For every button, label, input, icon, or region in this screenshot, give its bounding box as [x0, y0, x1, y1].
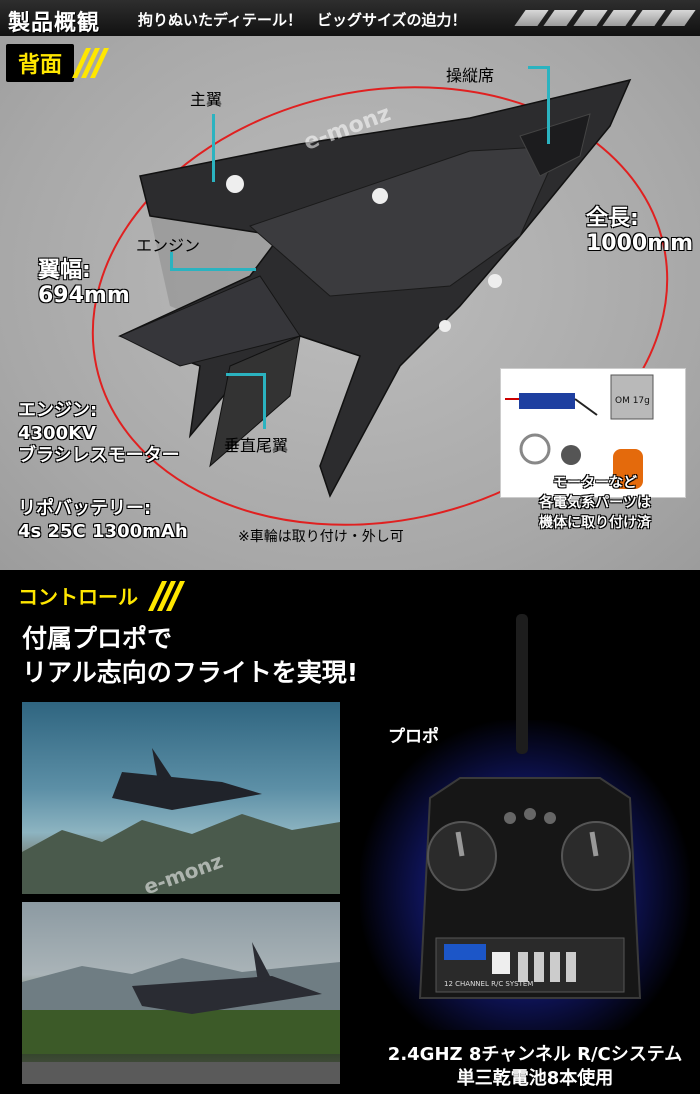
airborne-scene: [22, 748, 340, 894]
parts-note-line2: 各電気系パーツは: [539, 495, 651, 511]
label-vertical-tail: 垂直尾翼: [224, 436, 289, 455]
dimension-ring: [91, 86, 669, 526]
landing-scene: [22, 942, 340, 1084]
transmitter-illustration: 12 CHANNEL R/C SYSTEM: [418, 614, 642, 999]
headline-line2: リアル志向のフライトを実現!: [22, 657, 359, 687]
control-panel: コントロール 付属プロポで リアル志向のフライトを実現! e-monz: [0, 570, 700, 1094]
section-tag-control: コントロール: [6, 578, 185, 613]
wingspan-spec: 翼幅: 694mm: [38, 258, 130, 309]
engine-spec-kv: 4300KV: [18, 422, 96, 444]
callout-line-tail-v: [263, 373, 266, 429]
tag-stripes-control: [148, 580, 185, 611]
battery-spec-label: リポバッテリー:: [18, 498, 152, 519]
propo-label: プロポ: [388, 727, 439, 747]
headline-line1: 付属プロポで: [22, 624, 173, 653]
parts-note-line3: 機体に取り付け済: [539, 515, 651, 531]
length-spec: 全長: 1000mm: [586, 206, 693, 257]
callout-line-tail-h: [226, 373, 266, 376]
parts-photo: OM 17g: [500, 368, 686, 498]
back-view-panel: 背面 主翼: [0, 36, 700, 570]
section-tag-control-label: コントロール: [6, 578, 150, 613]
header-title: 製品概観: [8, 11, 101, 36]
engine-spec-type: ブラシレスモーター: [18, 445, 180, 466]
callout-line-cockpit-h: [528, 66, 550, 69]
length-label: 全長:: [586, 206, 639, 231]
callout-line-cockpit-v: [547, 66, 550, 144]
label-main-wing: 主翼: [190, 90, 223, 109]
section-tag-back: 背面: [6, 44, 110, 82]
engine-spec: エンジン: 4300KV ブラシレスモーター: [18, 400, 180, 468]
callout-line-main-wing: [212, 114, 215, 182]
callout-line-engine-v: [170, 252, 173, 270]
flight-photo-airborne: e-monz: [22, 702, 340, 894]
header-bar: 製品概観 拘りぬいたディテール！ ビッグサイズの迫力！: [0, 0, 700, 36]
engine-spec-label: エンジン:: [18, 400, 98, 421]
callout-line-engine-h: [170, 268, 256, 271]
battery-spec-value: 4s 25C 1300mAh: [18, 520, 188, 542]
parts-note-line1: モーターなど: [553, 475, 637, 491]
flight-photo-landing: [22, 902, 340, 1084]
header-subtitle: 拘りぬいたディテール！ ビッグサイズの迫力！: [138, 11, 467, 29]
spec-line1: 2.4GHZ 8チャンネル R/Cシステム: [387, 1044, 683, 1065]
length-value: 1000mm: [586, 231, 694, 257]
label-engine: エンジン: [136, 236, 201, 255]
parts-illustration: OM 17g: [505, 374, 654, 489]
parts-note: モーターなど 各電気系パーツは 機体に取り付け済: [505, 472, 685, 532]
aircraft-illustration: [91, 78, 669, 526]
control-headline: 付属プロポで リアル志向のフライトを実現!: [22, 622, 358, 690]
wingspan-value: 694mm: [38, 283, 130, 309]
section-tag-label: 背面: [6, 44, 75, 82]
servo-label: OM 17g: [615, 396, 650, 406]
header-stripes: [514, 10, 696, 26]
label-cockpit: 操縦席: [446, 66, 495, 85]
wheels-note: ※車輪は取り付け・外し可: [238, 529, 404, 545]
battery-spec: リポバッテリー: 4s 25C 1300mAh: [18, 498, 188, 543]
wingspan-label: 翼幅:: [38, 258, 91, 283]
spec-line2: 単三乾電池8本使用: [456, 1068, 614, 1089]
transmitter-text: 12 CHANNEL R/C SYSTEM: [444, 980, 533, 988]
